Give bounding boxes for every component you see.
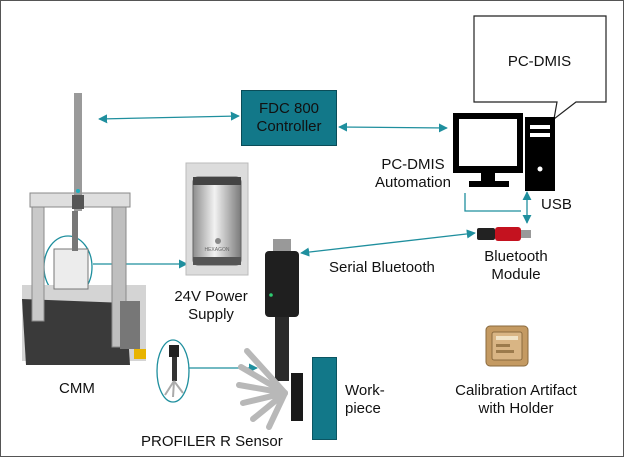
sensor-detail-highlight bbox=[156, 339, 190, 403]
calib-line1: Calibration Artifact bbox=[455, 382, 577, 399]
power-supply-icon: HEXAGON bbox=[185, 162, 249, 276]
automation-bracket bbox=[464, 193, 521, 212]
power-supply-label: 24V Power Supply bbox=[161, 288, 261, 324]
workpiece-line2: piece bbox=[345, 400, 381, 417]
probe-sweep-icon bbox=[236, 348, 288, 430]
bt-module-line2: Module bbox=[491, 266, 541, 283]
workpiece-label: Work- piece bbox=[345, 382, 385, 418]
profiler-sensor-icon bbox=[265, 239, 303, 421]
fdc-controller-box: FDC 800 Controller bbox=[241, 90, 337, 146]
bt-module-label: Bluetooth Module bbox=[471, 248, 561, 284]
power-line2: Supply bbox=[188, 306, 234, 323]
power-line1: 24V Power bbox=[174, 288, 248, 305]
bt-module-line1: Bluetooth bbox=[484, 248, 548, 265]
cmm-machine-icon bbox=[22, 93, 146, 365]
bluetooth-dongle-icon bbox=[477, 227, 531, 241]
sensor-detail-icon bbox=[164, 345, 184, 398]
usb-label: USB bbox=[541, 196, 572, 213]
bluetooth-serial-link bbox=[300, 229, 476, 257]
automation-line2: Automation bbox=[375, 174, 451, 191]
workpiece-line1: Work- bbox=[345, 382, 385, 399]
pc-computer-icon bbox=[453, 113, 555, 191]
controller-pc-link bbox=[338, 122, 448, 133]
serial-bluetooth-label: Serial Bluetooth bbox=[329, 259, 435, 276]
pcdmis-label: PC-DMIS bbox=[507, 53, 572, 70]
calib-line2: with Holder bbox=[478, 400, 554, 417]
workpiece-block bbox=[312, 357, 337, 440]
automation-line1: PC-DMIS bbox=[381, 156, 445, 173]
fdc-line2: Controller bbox=[256, 118, 322, 135]
pcdmis-callout-bubble bbox=[473, 15, 607, 121]
cmm-label: CMM bbox=[59, 380, 95, 397]
cmm-controller-link bbox=[98, 111, 240, 124]
calibration-label: Calibration Artifact with Holder bbox=[431, 382, 601, 418]
calibration-artifact-icon bbox=[485, 325, 529, 367]
fdc-line1: FDC 800 bbox=[258, 100, 320, 117]
automation-label: PC-DMIS Automation bbox=[363, 156, 463, 192]
profiler-label: PROFILER R Sensor bbox=[141, 433, 283, 450]
power-supply-brand: HEXAGON bbox=[204, 247, 229, 253]
